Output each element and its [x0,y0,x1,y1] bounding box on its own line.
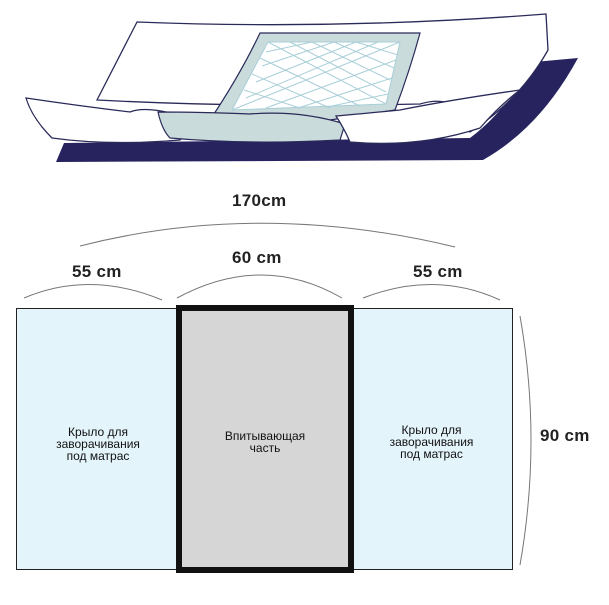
absorbent-net-icon [231,41,401,111]
center-fold-icon [157,111,346,143]
absorbent-label: Впитывающая часть [224,429,306,455]
height-label: 90 cm [540,426,590,445]
total-width-arc [79,222,456,248]
height-arc [519,315,532,566]
absorbent-panel: Впитывающая часть [176,305,354,573]
right-width-arc [362,284,501,301]
left-wing-label: Крыло для заворачивания под матрас [56,425,140,463]
right-flap-icon [334,89,521,145]
right-wing-panel: Крыло для заворачивания под матрас [350,308,513,570]
center-width-arc [176,274,343,299]
left-wing-width-label: 55 cm [72,262,122,281]
right-wing-label: Крыло для заворачивания под матрас [389,423,474,461]
right-wing-width-label: 55 cm [413,262,463,281]
left-width-arc [23,284,163,301]
center-width-label: 60 cm [232,248,282,267]
total-width-label: 170cm [232,191,287,210]
left-wing-panel: Крыло для заворачивания под матрас [16,308,180,570]
